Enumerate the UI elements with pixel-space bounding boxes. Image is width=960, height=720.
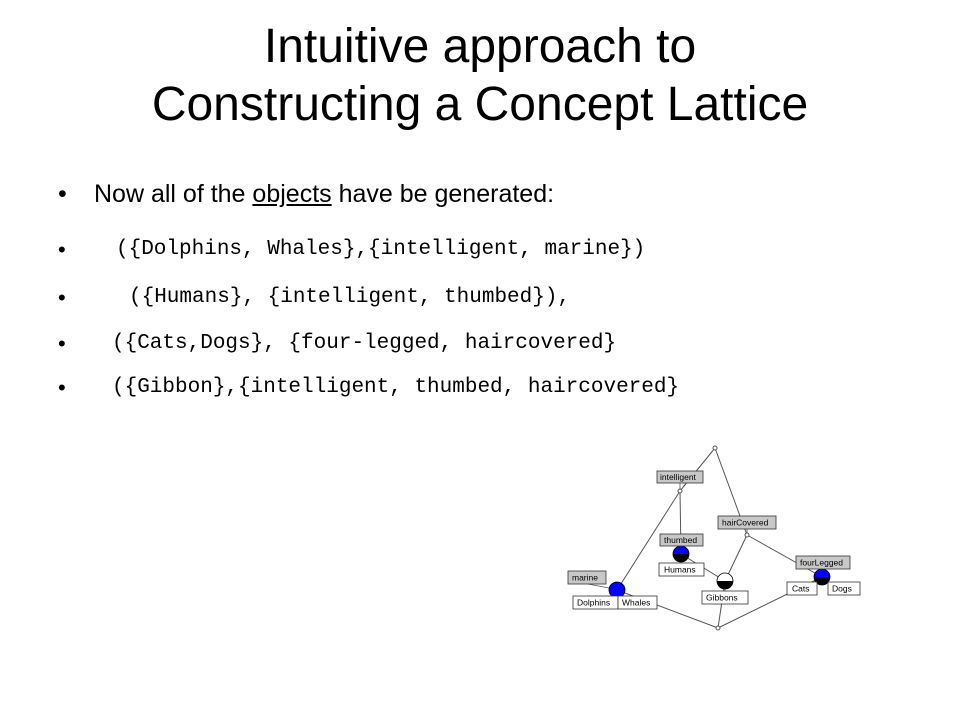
- attribute-label-intelligent: intelligent: [656, 470, 704, 484]
- label-box: [659, 533, 704, 547]
- node-lower-half: [717, 581, 733, 589]
- title-line-1: Intuitive approach to: [263, 20, 697, 73]
- node-lower-half: [814, 577, 830, 585]
- bullet-dot: •: [58, 285, 66, 310]
- object-label-humans: Humans: [658, 562, 705, 577]
- label-box: [567, 570, 607, 585]
- label-box: [795, 555, 851, 570]
- label-box: [827, 581, 861, 596]
- concept-lattice-diagram: intelligent hairCovered thumbed fourLegg…: [567, 445, 861, 631]
- node-upper-half: [814, 569, 830, 577]
- label-box: [656, 470, 704, 484]
- label-box: [658, 562, 705, 577]
- attribute-label-marine: marine: [567, 570, 607, 585]
- label-text: hairCovered: [722, 518, 769, 528]
- slide-title: Intuitive approach to Constructing a Con…: [0, 18, 960, 134]
- object-label-dolphins: Dolphins: [572, 595, 619, 610]
- label-text: marine: [572, 573, 598, 583]
- label-box: [717, 515, 777, 530]
- label-text: intelligent: [660, 472, 697, 482]
- lattice-node-fourlegged: [813, 568, 831, 586]
- label-text: thumbed: [664, 535, 697, 545]
- node-upper-half: [717, 573, 733, 581]
- node-upper-half: [673, 546, 689, 554]
- label-box: [617, 595, 658, 610]
- label-text: Cats: [792, 584, 809, 594]
- bullet-dot: •: [58, 237, 66, 262]
- attribute-label-thumbed: thumbed: [659, 533, 704, 547]
- edge-top-intelligent: [679, 447, 716, 492]
- object-label-dogs: Dogs: [827, 581, 861, 596]
- label-text: fourLegged: [800, 558, 843, 568]
- lattice-node-marine: [608, 581, 626, 599]
- object-label-whales: Whales: [617, 595, 658, 610]
- attribute-label-haircovered: hairCovered: [717, 515, 777, 530]
- node-outline: [716, 572, 734, 590]
- lattice-node-haircovered: [744, 532, 750, 538]
- lattice-node-humans: [672, 545, 690, 563]
- concept-text: ({Dolphins, Whales},{intelligent, marine…: [116, 238, 646, 261]
- node-upper-half: [609, 582, 625, 590]
- object-label-gibbons: Gibbons: [701, 590, 749, 605]
- lattice-node-gibbons: [716, 572, 734, 590]
- label-text: Dolphins: [577, 598, 610, 608]
- connector-marine: [587, 583, 610, 589]
- intro-text: Now all of the objects have be generated…: [94, 178, 554, 210]
- intro-text-before: Now all of the: [94, 180, 253, 208]
- object-label-cats: Cats: [786, 581, 818, 596]
- label-box: [786, 581, 818, 596]
- concept-text: ({Cats,Dogs}, {four-legged, haircovered}: [112, 332, 617, 355]
- attribute-label-fourlegged: fourLegged: [795, 555, 851, 570]
- label-text: Whales: [622, 598, 650, 608]
- node-lower-half: [673, 554, 689, 562]
- edge-haircovered-fourlegged: [746, 534, 823, 578]
- label-text: Dogs: [832, 584, 852, 594]
- intro-text-objects: objects: [252, 180, 332, 208]
- lattice-node-bottom: [715, 625, 721, 631]
- edge-haircovered-gibbons: [724, 534, 748, 582]
- lattice-node-intelligent: [677, 488, 683, 494]
- bullet-dot: •: [58, 331, 66, 356]
- label-text: Gibbons: [706, 593, 738, 603]
- bullet-dot: •: [58, 375, 66, 400]
- edge-intelligent-marine: [616, 490, 681, 591]
- intro-text-after: have be generated:: [331, 180, 555, 208]
- concept-text: ({Gibbon},{intelligent, thumbed, haircov…: [112, 376, 680, 399]
- lattice-node-top: [712, 445, 718, 451]
- title-line-2: Constructing a Concept Lattice: [151, 78, 809, 131]
- label-box: [701, 590, 749, 605]
- concept-text: ({Humans}, {intelligent, thumbed}),: [129, 286, 571, 309]
- bullet-dot: •: [58, 180, 67, 208]
- label-text: Humans: [664, 565, 696, 575]
